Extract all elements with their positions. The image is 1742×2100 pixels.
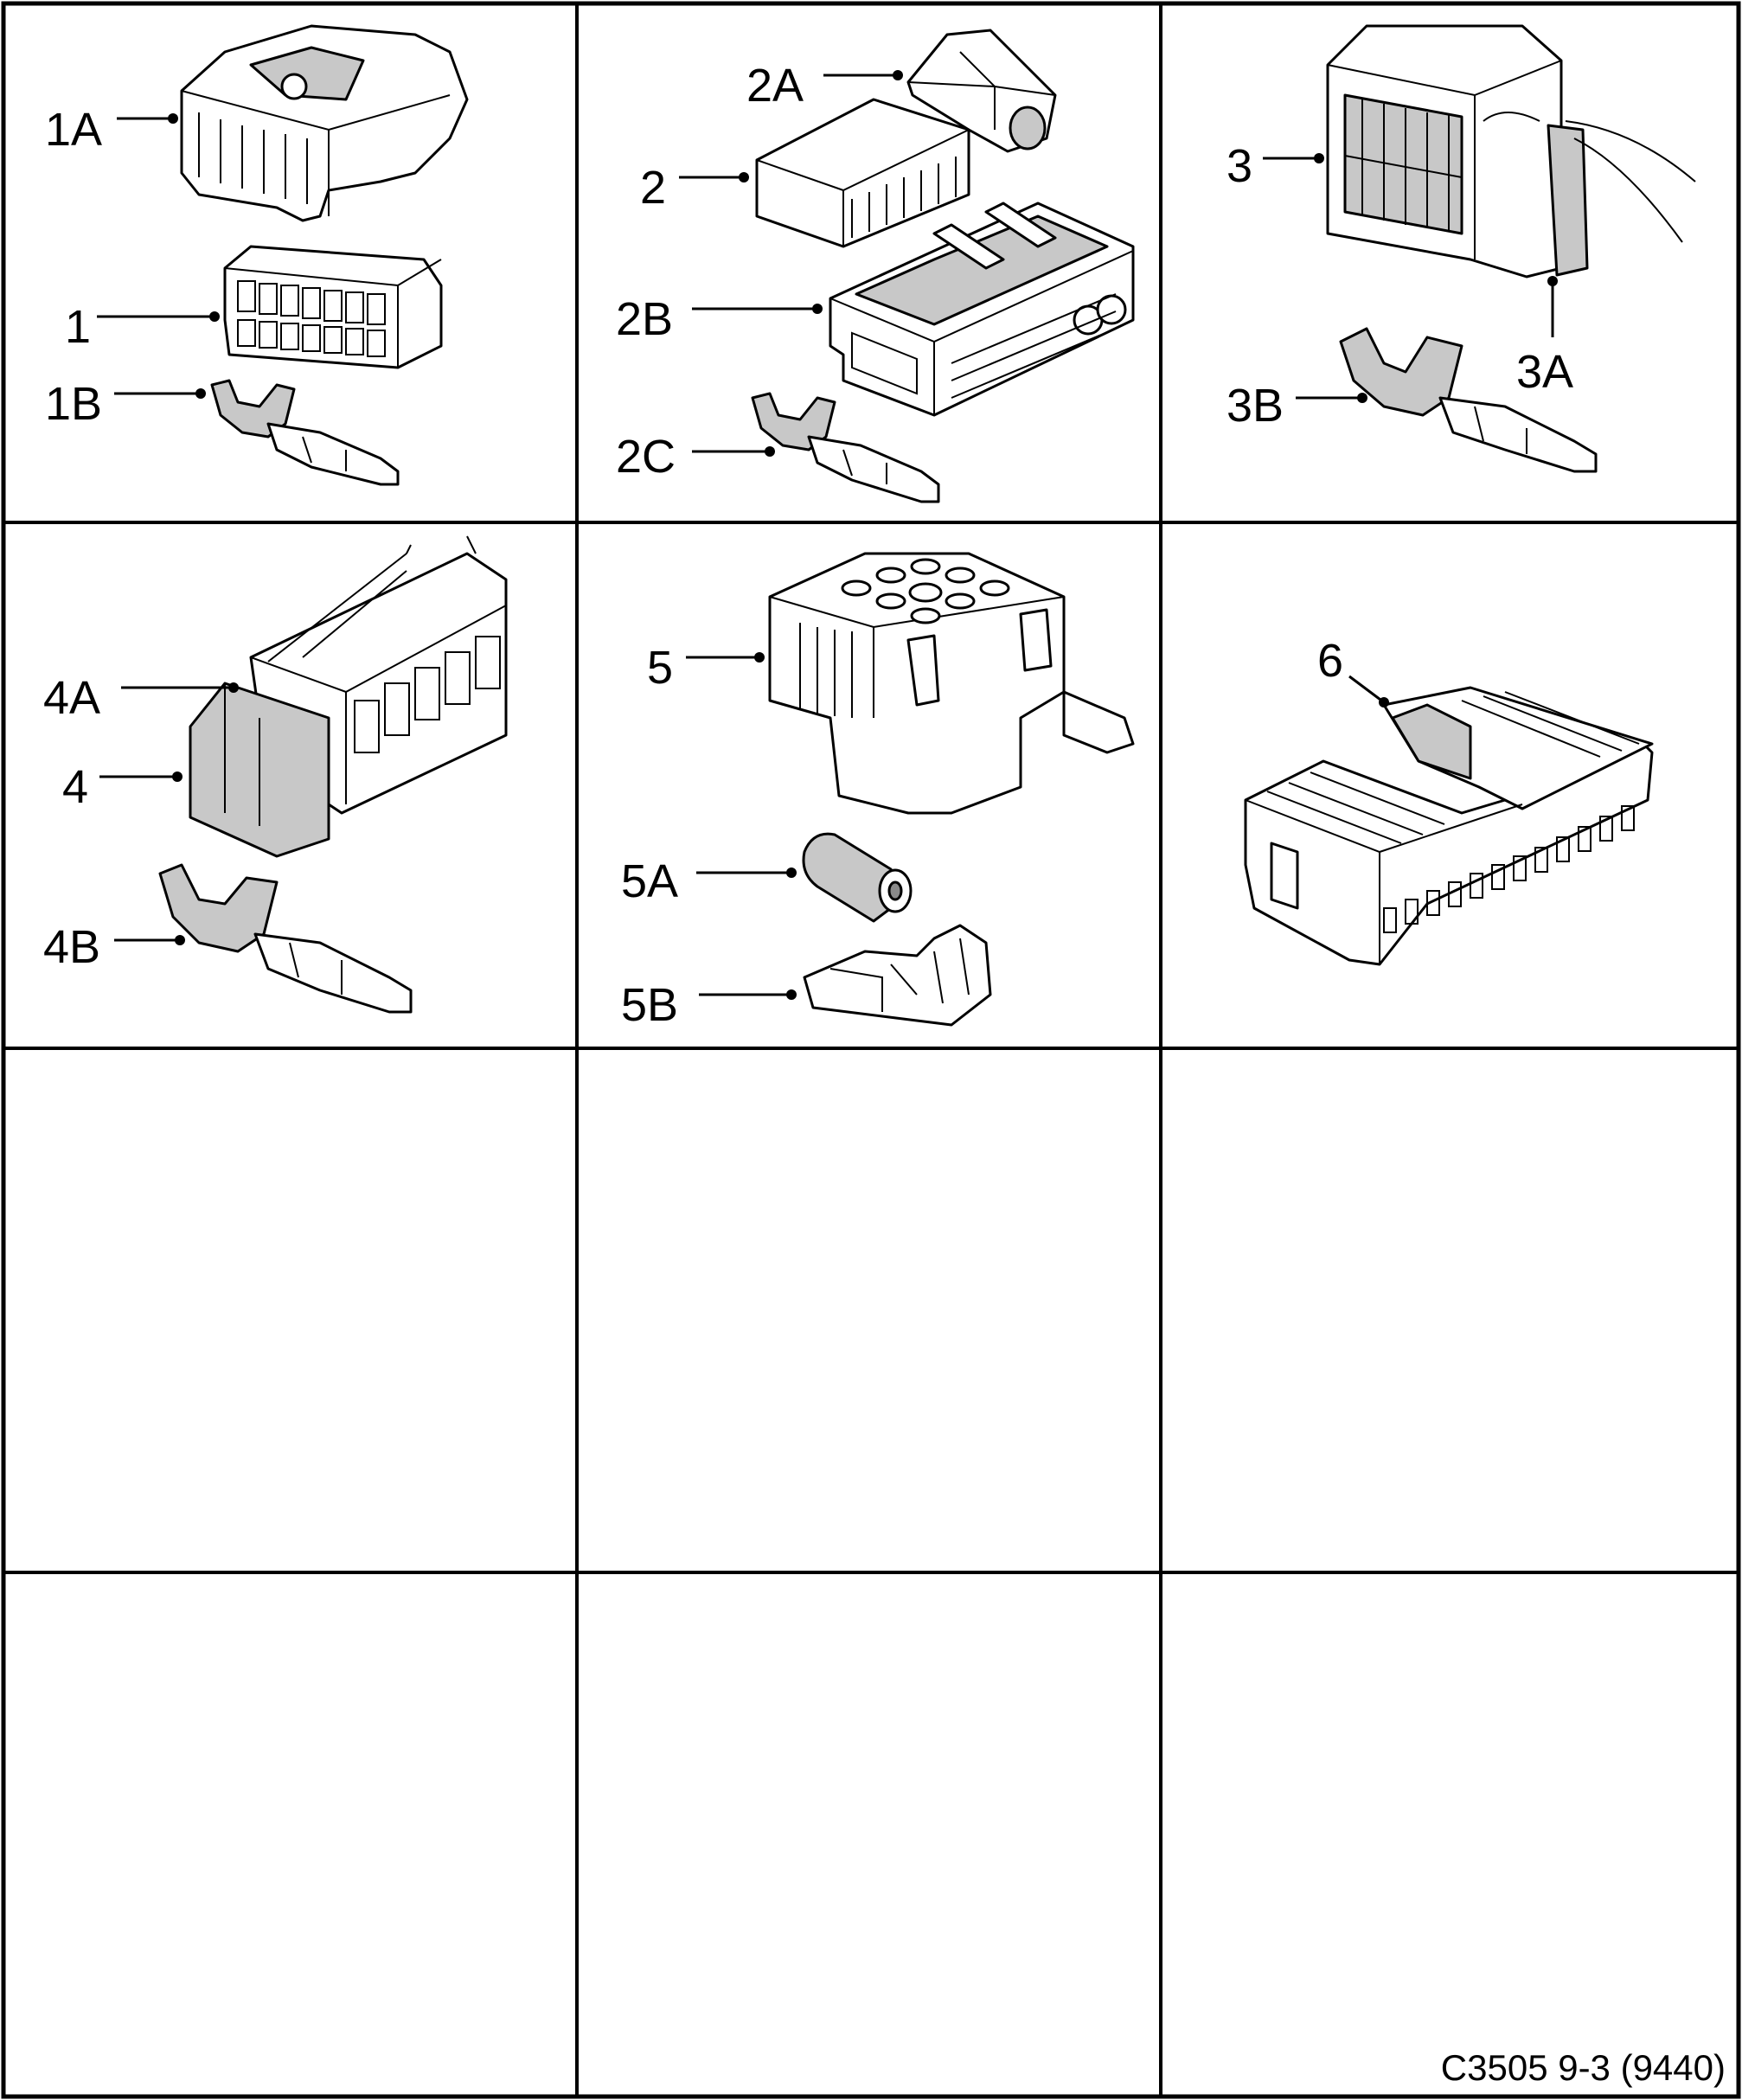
cell-connector-2: 2A 2 bbox=[616, 29, 1135, 503]
label-2A: 2A bbox=[746, 60, 804, 112]
cell-connector-4: 4A 4 4B bbox=[43, 535, 508, 1014]
cell-connector-5: 5 5A 5B bbox=[621, 552, 1135, 1031]
figure-code: C3505 9-3 (9440) bbox=[1441, 2047, 1726, 2088]
terminal-5B-drawing bbox=[803, 924, 992, 1027]
cell-connector-1: 1A 1 1B bbox=[45, 24, 469, 486]
lock-2A-drawing bbox=[906, 29, 1057, 153]
label-5B: 5B bbox=[621, 979, 678, 1031]
label-3A: 3A bbox=[1516, 346, 1573, 398]
housing-3-drawing bbox=[1326, 24, 1696, 279]
label-4A: 4A bbox=[43, 672, 100, 724]
label-1: 1 bbox=[65, 301, 91, 353]
terminal-1B-drawing bbox=[210, 379, 400, 486]
housing-1A-drawing bbox=[180, 24, 469, 222]
connector-6-drawing bbox=[1244, 686, 1654, 966]
label-3: 3 bbox=[1226, 140, 1252, 192]
label-2: 2 bbox=[640, 162, 666, 214]
label-2C: 2C bbox=[616, 431, 676, 483]
label-4B: 4B bbox=[43, 921, 100, 973]
label-1B: 1B bbox=[45, 378, 102, 430]
label-5A: 5A bbox=[621, 855, 678, 907]
housing-2B-drawing bbox=[829, 202, 1135, 417]
cell-connector-6: 6 bbox=[1244, 635, 1654, 966]
cell-connector-3: 3 3A 3B bbox=[1226, 24, 1696, 473]
seal-5A-drawing bbox=[802, 832, 913, 923]
label-3B: 3B bbox=[1226, 380, 1284, 432]
terminal-3B-drawing bbox=[1339, 327, 1598, 473]
terminal-4B-drawing bbox=[158, 863, 413, 1014]
housing-4-drawing bbox=[189, 535, 508, 858]
label-1A: 1A bbox=[45, 104, 102, 156]
plug-1-drawing bbox=[223, 245, 443, 369]
housing-5-drawing bbox=[768, 552, 1135, 815]
plug-2-drawing bbox=[755, 98, 970, 248]
label-6: 6 bbox=[1317, 635, 1343, 687]
label-2B: 2B bbox=[616, 293, 673, 345]
terminal-2C-drawing bbox=[751, 392, 940, 503]
label-5: 5 bbox=[647, 642, 673, 694]
label-4: 4 bbox=[62, 761, 88, 813]
